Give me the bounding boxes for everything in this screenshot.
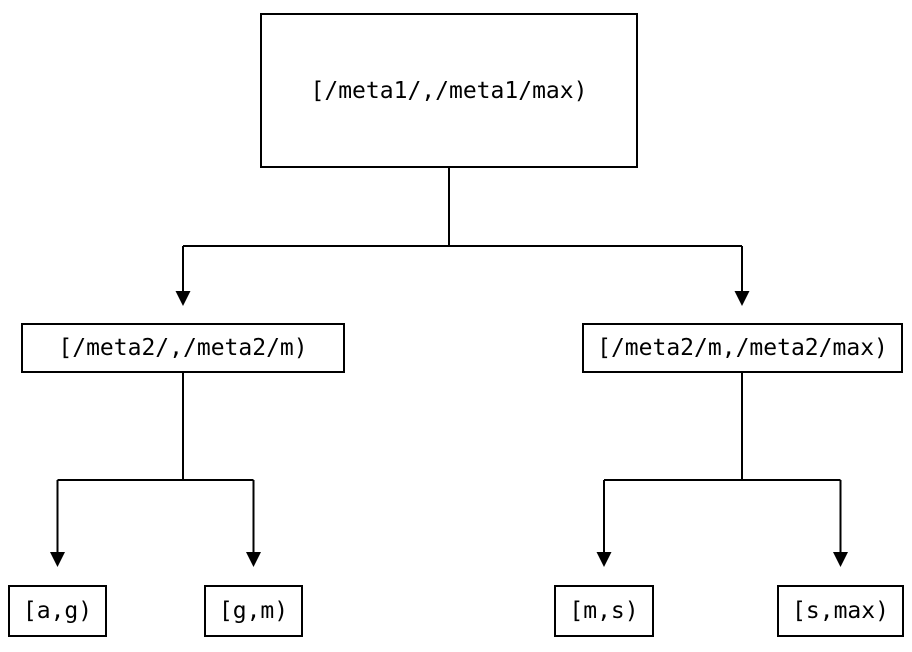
node-label: [/meta1/,/meta1/max) (310, 77, 588, 104)
node-root-interval: [/meta1/,/meta1/max) (260, 13, 638, 168)
node-label: [/meta2/m,/meta2/max) (597, 335, 888, 361)
edge-right-to-children (603, 373, 842, 552)
arrowhead-icon (734, 291, 750, 306)
arrowhead-icon (833, 552, 848, 567)
node-leaf-ms: [m,s) (554, 585, 654, 637)
node-label: [g,m) (218, 598, 289, 624)
edge-left-to-children (56, 373, 255, 552)
node-leaf-ag: [a,g) (8, 585, 107, 637)
node-label: [/meta2/,/meta2/m) (58, 335, 308, 361)
node-leaf-smax: [s,max) (777, 585, 904, 637)
node-right-interval: [/meta2/m,/meta2/max) (582, 323, 903, 373)
edge-root-to-children (182, 168, 743, 291)
node-leaf-gm: [g,m) (204, 585, 303, 637)
node-label: [m,s) (569, 598, 639, 624)
arrowhead-icon (175, 291, 191, 306)
arrowhead-icon (596, 552, 612, 567)
node-label: [a,g) (22, 598, 93, 624)
node-left-interval: [/meta2/,/meta2/m) (21, 323, 345, 373)
arrowhead-icon (246, 552, 261, 567)
arrowhead-icon (50, 552, 65, 567)
node-label: [s,max) (792, 598, 889, 624)
